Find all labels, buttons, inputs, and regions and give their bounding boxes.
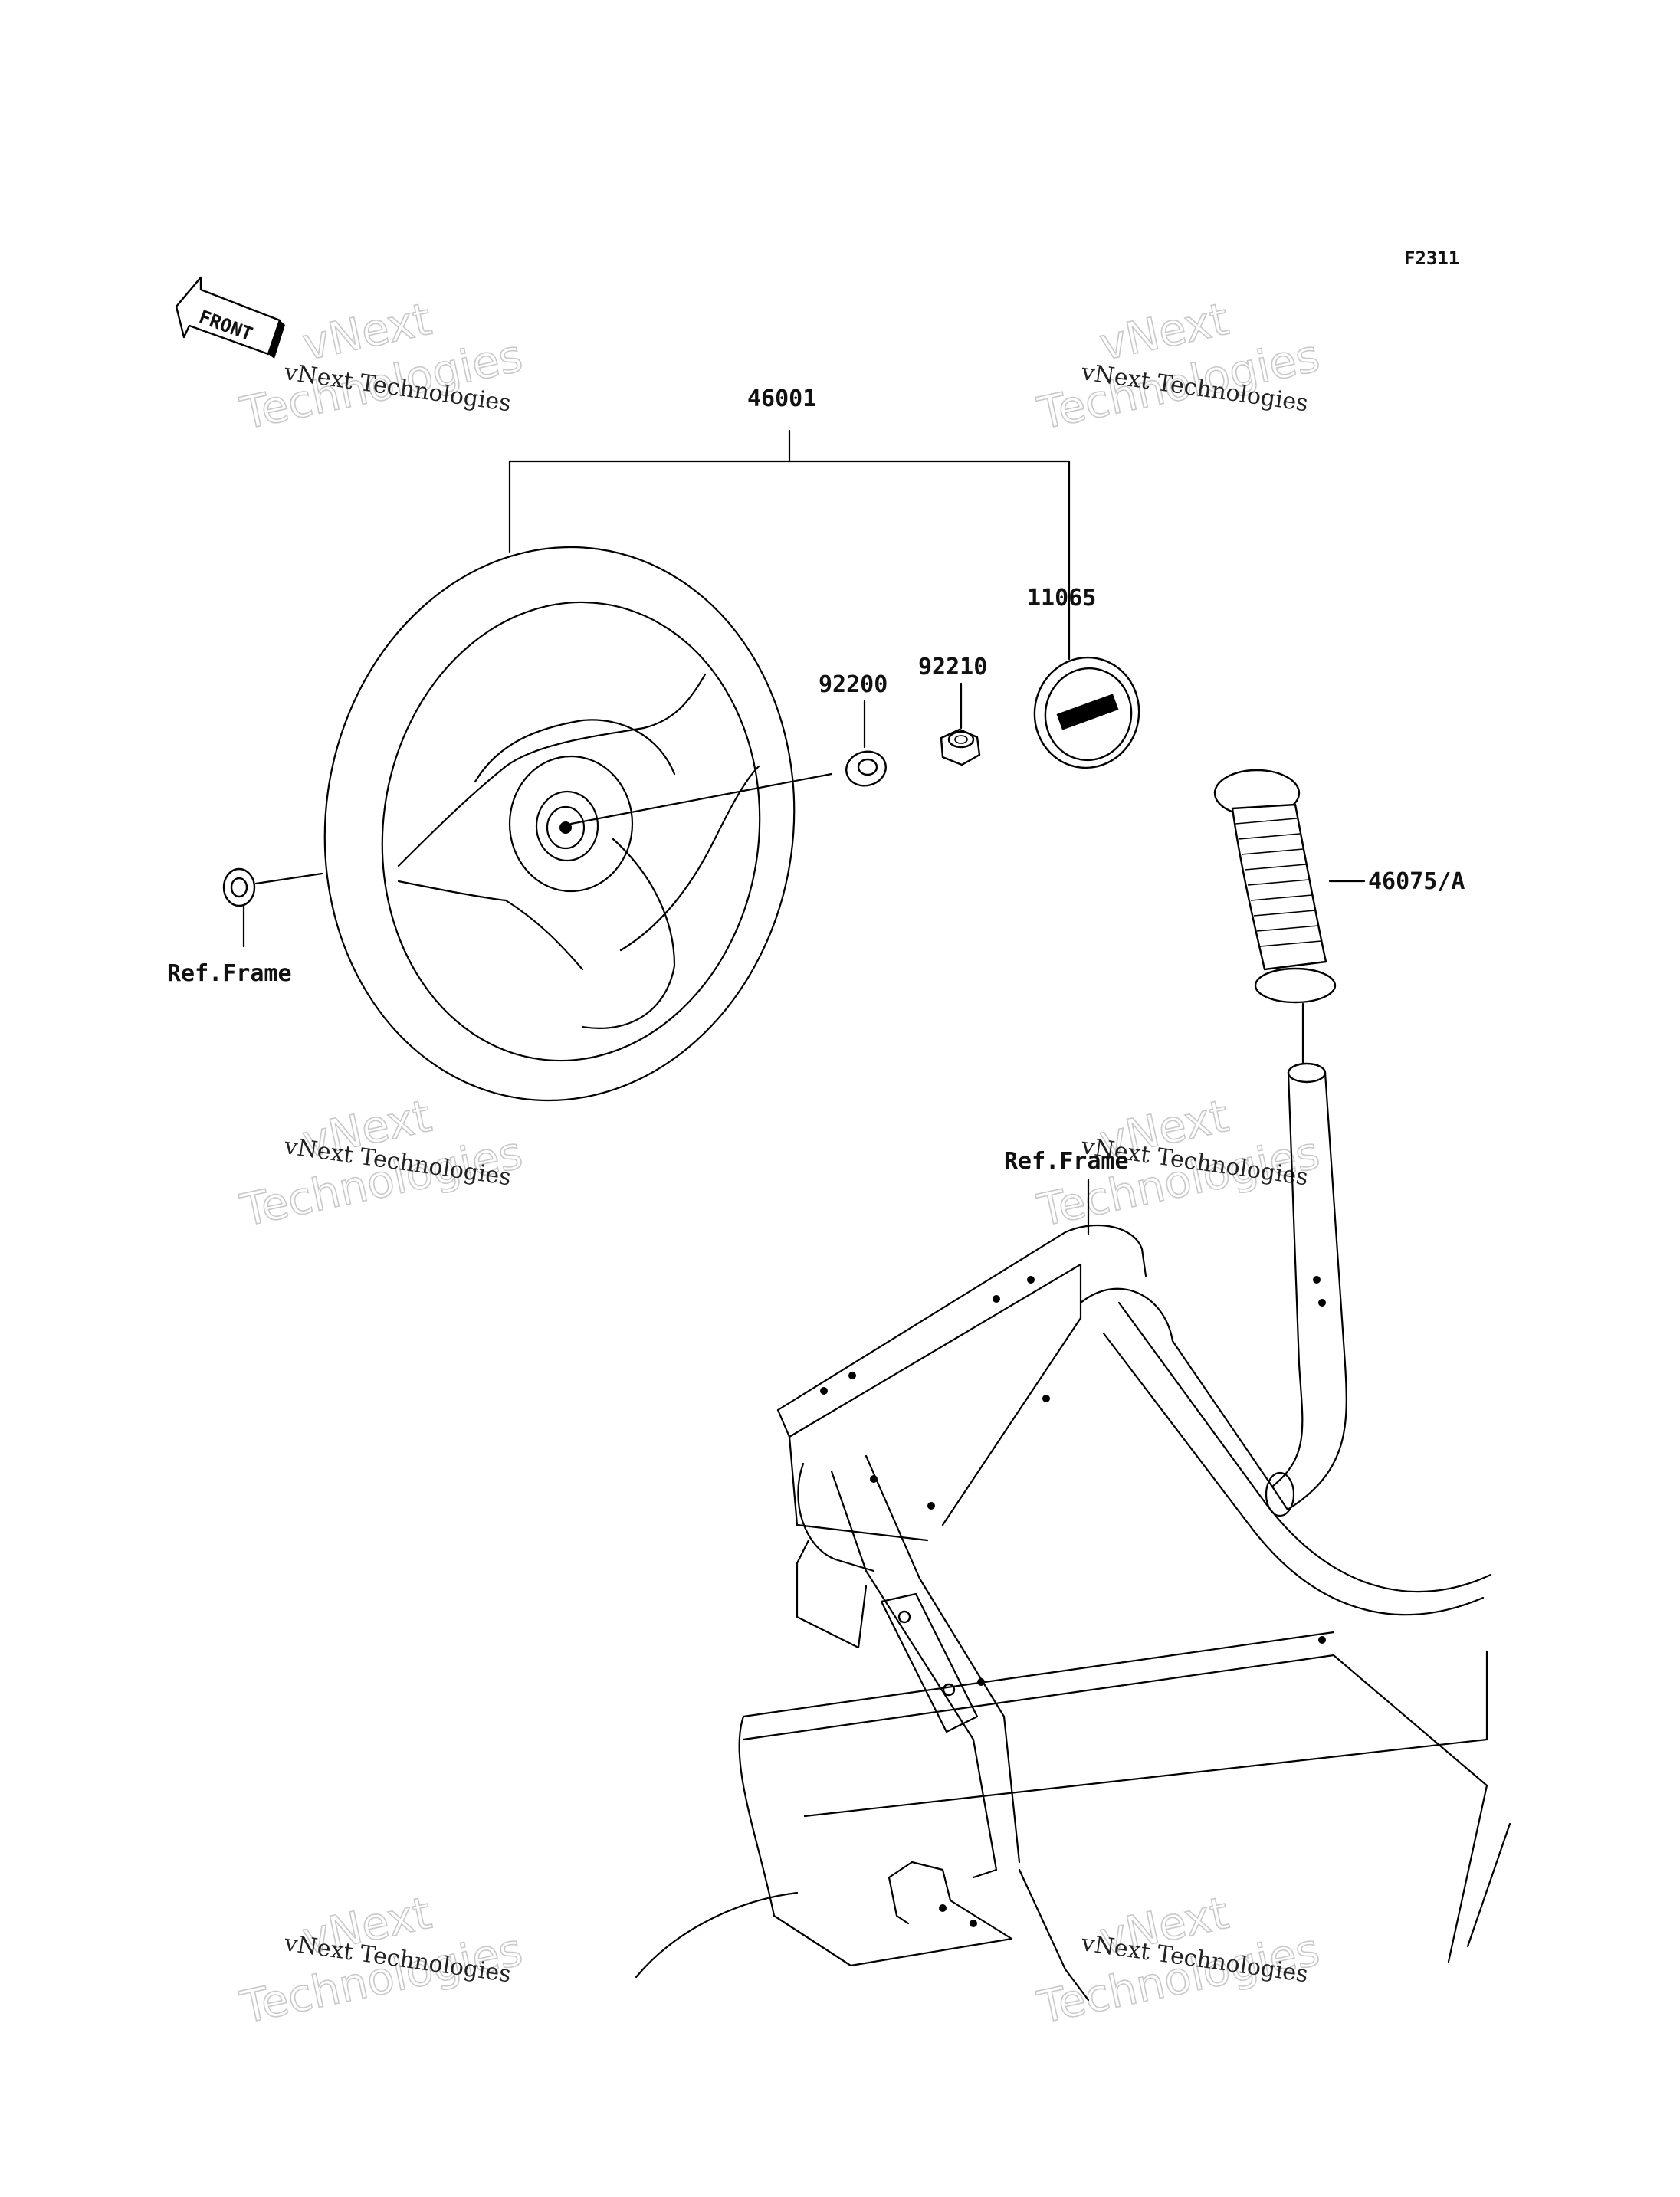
label-ref-frame-left: Ref.Frame [167, 960, 292, 987]
label-ref-frame-right: Ref.Frame [1004, 1148, 1129, 1175]
watermark-top-left: vNext Technologies vNext Technologies [235, 292, 527, 441]
callout-bracket-46001 [508, 429, 1071, 661]
watermark-bottom-right: vNext Technologies vNext Technologies [1032, 1886, 1324, 2035]
front-direction-arrow: FRONT [175, 276, 285, 359]
washer-ref-frame [222, 867, 256, 907]
grip-46075A [1213, 769, 1337, 1004]
emblem-11065 [1033, 656, 1140, 769]
label-92200: 92200 [819, 671, 888, 698]
watermark-bottom-left: vNext Technologies vNext Technologies [235, 1886, 527, 2035]
label-46075A: 46075/A [1368, 868, 1465, 895]
leader-hub [569, 772, 833, 825]
label-11065: 11065 [1027, 585, 1096, 612]
watermark-mid-left: vNext Technologies vNext Technologies [235, 1089, 527, 1238]
vehicle-frame [635, 1224, 1511, 2002]
steering-wheel [323, 546, 796, 1102]
washer-92200 [845, 750, 887, 787]
label-92210: 92210 [918, 654, 987, 680]
watermark-top-right: vNext Technologies vNext Technologies [1032, 292, 1324, 441]
label-46001: 46001 [747, 385, 816, 412]
nut-92210 [940, 728, 981, 766]
leader-ref-frame-left [254, 872, 323, 885]
figure-code: F2311 [1404, 248, 1459, 269]
grab-handle [1265, 1062, 1347, 1517]
